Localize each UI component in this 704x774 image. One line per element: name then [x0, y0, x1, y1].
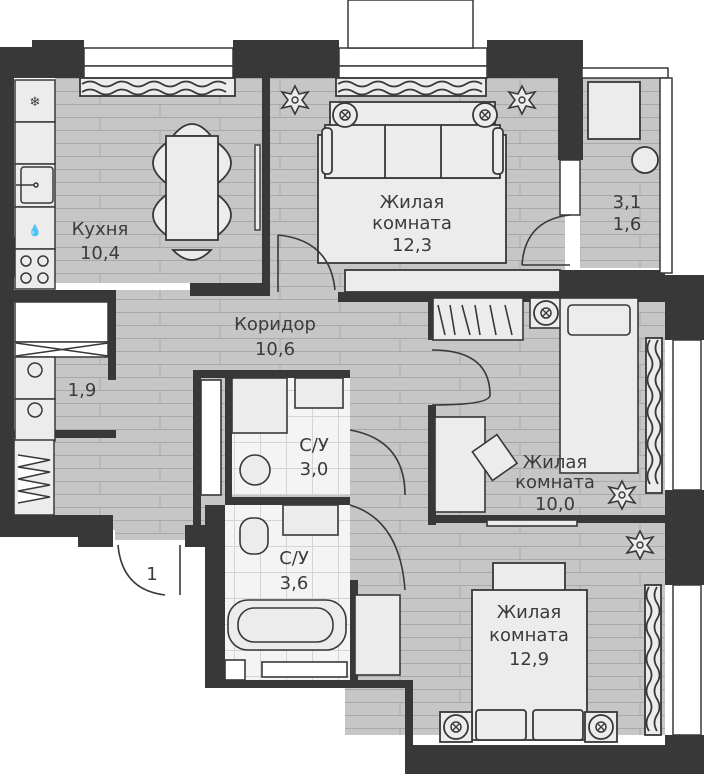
kitchen-area: 10,4	[80, 243, 120, 264]
kitchen-name: Кухня	[72, 219, 129, 240]
bathroom-2-area: 3,6	[280, 573, 309, 594]
living-room-1-name-line1: Жилая	[380, 192, 444, 213]
water-drop-icon: 💧	[28, 224, 42, 237]
living-room-2-area: 10,0	[535, 494, 575, 515]
balcony-armchair	[587, 81, 659, 174]
bathroom-2-name: С/У	[279, 548, 309, 569]
walls	[0, 40, 704, 774]
balcony-area-1: 3,1	[613, 192, 642, 213]
entrance-number: 1	[146, 564, 157, 585]
room-labels: Кухня 10,4 Жилая комната 12,3 3,1 1,6 Ко…	[68, 192, 642, 670]
corridor-name: Коридор	[234, 314, 316, 335]
living-room-3-area: 12,9	[509, 649, 549, 670]
balcony-area-2: 1,6	[613, 214, 642, 235]
lamp-icon	[443, 714, 469, 740]
kitchen-radiator	[254, 144, 261, 231]
living-room-3-name-line2: комната	[489, 625, 569, 646]
living-room-1-name-line2: комната	[372, 213, 452, 234]
kitchen-counter	[14, 79, 56, 290]
bathroom-1-fixtures	[200, 377, 344, 496]
closet-area: 1,9	[68, 380, 97, 401]
bathroom-1-area: 3,0	[300, 459, 329, 480]
fridge-icon: ❄	[30, 95, 41, 110]
bathroom-1-name: С/У	[299, 435, 329, 456]
bathroom-2-fixtures	[224, 504, 401, 681]
lamp-icon	[472, 102, 498, 128]
living-room-2-name-line2: комната	[515, 472, 595, 493]
lamp-icon	[588, 714, 614, 740]
room-2-furniture	[432, 297, 639, 527]
corridor-area: 10,6	[255, 339, 295, 360]
lamp-icon	[332, 102, 358, 128]
windows	[83, 0, 702, 736]
curtains	[79, 77, 663, 736]
dining-table	[152, 123, 232, 261]
living-room-2-name-line1: Жилая	[523, 452, 587, 473]
sofa-rug	[317, 101, 561, 293]
doors	[117, 214, 571, 596]
living-room-1-area: 12,3	[392, 235, 432, 256]
closet-fixtures	[13, 301, 109, 516]
lamp-icon	[533, 300, 559, 326]
living-room-3-name-line1: Жилая	[497, 602, 561, 623]
